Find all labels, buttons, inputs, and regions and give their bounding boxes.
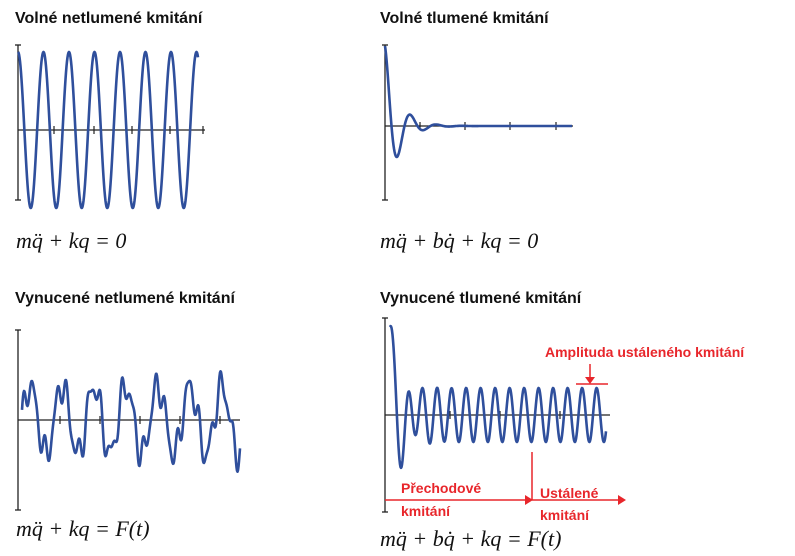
p2-signal [383, 45, 573, 159]
amplitude-label: Amplituda ustáleného kmitání [545, 344, 745, 360]
transient-label-line2: kmitání [401, 503, 451, 519]
panel-title-free-damped: Volné tlumené kmitání [380, 10, 549, 27]
steady-label-line2: kmitání [540, 507, 590, 523]
equation-forced-damped: mq̈ + bq̇ + kq = F(t) [380, 526, 562, 551]
amplitude-arrowhead [585, 377, 595, 384]
transient-label-line1: Přechodové [401, 480, 482, 496]
transient-arrowhead [525, 495, 533, 505]
panel-title-forced-undamped: Vynucené netlumené kmitání [15, 290, 235, 307]
steady-label-line1: Ustálené [540, 485, 599, 501]
panel-title-free-undamped: Volné netlumené kmitání [15, 10, 203, 27]
panel-title-forced-damped: Vynucené tlumené kmitání [380, 290, 582, 307]
equation-free-undamped: mq̈ + kq = 0 [16, 228, 127, 253]
p1-signal [17, 50, 200, 210]
p4-signal [388, 324, 608, 470]
p3-signal [20, 370, 242, 473]
equation-forced-undamped: mq̈ + kq = F(t) [16, 516, 150, 541]
steady-arrowhead [618, 495, 626, 505]
equation-free-damped: mq̈ + bq̇ + kq = 0 [380, 228, 539, 253]
